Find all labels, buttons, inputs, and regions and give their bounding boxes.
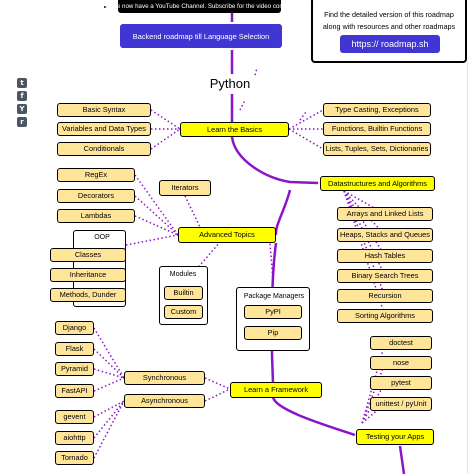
- node-nose[interactable]: nose: [370, 356, 432, 370]
- node-asynchronous[interactable]: Asynchronous: [124, 394, 205, 408]
- node-methods-dunder[interactable]: Methods, Dunder: [50, 288, 126, 302]
- node-binary-search-trees[interactable]: Binary Search Trees: [337, 269, 433, 283]
- info-line-2: along with resources and other roadmaps: [322, 22, 456, 31]
- node-classes[interactable]: Classes: [50, 248, 126, 262]
- node-gevent[interactable]: gevent: [55, 410, 94, 424]
- page-title: Python: [209, 76, 251, 91]
- package-managers-label: Package Managers: [243, 293, 305, 300]
- announcement-banner[interactable]: We now have a YouTube Channel. Subscribe…: [104, 0, 295, 13]
- node-inheritance[interactable]: Inheritance: [50, 268, 126, 282]
- node-functions[interactable]: Functions, Builtin Functions: [323, 122, 431, 136]
- node-regex[interactable]: RegEx: [57, 168, 135, 182]
- backend-roadmap-link[interactable]: Backend roadmap till Language Selection: [120, 24, 282, 48]
- node-decorators[interactable]: Decorators: [57, 189, 135, 203]
- node-pypi[interactable]: PyPI: [244, 305, 302, 319]
- node-hash-tables[interactable]: Hash Tables: [337, 249, 433, 263]
- node-django[interactable]: Django: [55, 321, 94, 335]
- node-custom[interactable]: Custom: [164, 305, 203, 319]
- topic-learn-basics[interactable]: Learn the Basics: [180, 122, 289, 137]
- youtube-icon: [104, 3, 108, 10]
- node-tornado[interactable]: Tornado: [55, 451, 94, 465]
- node-pytest[interactable]: pytest: [370, 376, 432, 390]
- package-managers-group: [236, 287, 310, 351]
- node-synchronous[interactable]: Synchronous: [124, 371, 205, 385]
- node-lambdas[interactable]: Lambdas: [57, 209, 135, 223]
- hackernews-icon[interactable]: Y: [17, 104, 27, 114]
- node-pip[interactable]: Pip: [244, 326, 302, 340]
- twitter-icon[interactable]: t: [17, 78, 27, 88]
- node-recursion[interactable]: Recursion: [337, 289, 433, 303]
- node-doctest[interactable]: doctest: [370, 336, 432, 350]
- page-edge: [467, 60, 474, 474]
- node-basic-syntax[interactable]: Basic Syntax: [57, 103, 151, 117]
- banner-text: We now have a YouTube Channel. Subscribe…: [111, 3, 295, 10]
- topic-testing[interactable]: Testing your Apps: [356, 429, 434, 445]
- node-heaps-stacks-queues[interactable]: Heaps, Stacks and Queues: [337, 228, 433, 242]
- node-collections[interactable]: Lists, Tuples, Sets, Dictionaries: [323, 142, 431, 156]
- node-arrays-linked-lists[interactable]: Arrays and Linked Lists: [337, 207, 433, 221]
- info-box: Find the detailed version of this roadma…: [311, 0, 467, 63]
- node-fastapi[interactable]: FastAPI: [55, 384, 94, 398]
- topic-datastructures-algorithms[interactable]: Datastructures and Algorithms: [320, 176, 435, 191]
- info-line-1: Find the detailed version of this roadma…: [324, 10, 454, 19]
- node-iterators[interactable]: Iterators: [159, 180, 211, 196]
- node-flask[interactable]: Flask: [55, 342, 94, 356]
- oop-label: OOP: [94, 234, 110, 241]
- modules-label: Modules: [169, 271, 197, 278]
- node-builtin[interactable]: Builtin: [164, 286, 203, 300]
- node-aiohttp[interactable]: aiohttp: [55, 431, 94, 445]
- node-variables-data-types[interactable]: Variables and Data Types: [57, 122, 151, 136]
- node-sorting-algorithms[interactable]: Sorting Algorithms: [337, 309, 433, 323]
- roadmap-link-button[interactable]: https:// roadmap.sh: [340, 35, 440, 53]
- node-pyramid[interactable]: Pyramid: [55, 362, 94, 376]
- facebook-icon[interactable]: f: [17, 91, 27, 101]
- topic-advanced[interactable]: Advanced Topics: [178, 227, 276, 243]
- topic-learn-framework[interactable]: Learn a Framework: [230, 382, 322, 398]
- node-unittest[interactable]: unittest / pyUnit: [370, 397, 432, 411]
- node-type-casting[interactable]: Type Casting, Exceptions: [323, 103, 431, 117]
- node-conditionals[interactable]: Conditionals: [57, 142, 151, 156]
- reddit-icon[interactable]: r: [17, 117, 27, 127]
